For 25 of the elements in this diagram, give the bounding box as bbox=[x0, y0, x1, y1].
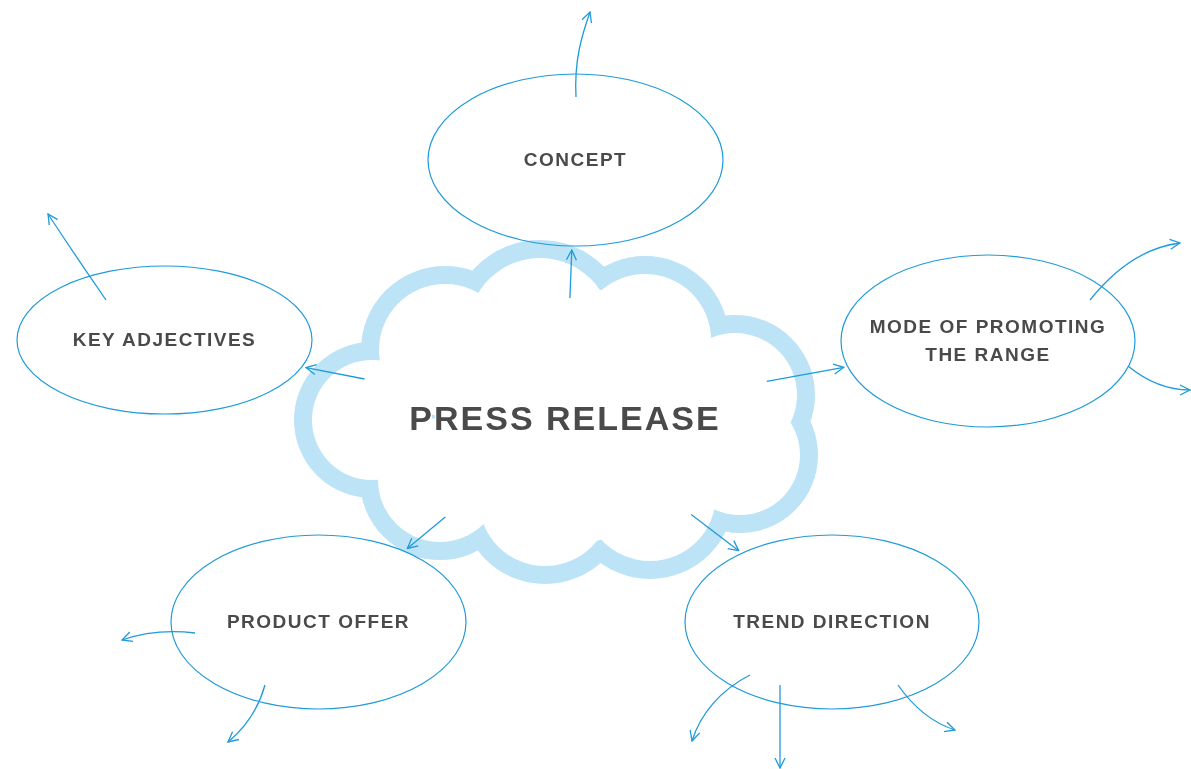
node-label: CONCEPT bbox=[523, 148, 628, 172]
arrow bbox=[1089, 239, 1181, 301]
node-label: TREND DIRECTION bbox=[733, 610, 931, 634]
ellipse-node bbox=[684, 534, 980, 710]
arrow bbox=[897, 684, 956, 732]
arrow bbox=[774, 684, 786, 769]
node-label: KEY ADJECTIVES bbox=[72, 328, 257, 352]
ellipse-node bbox=[170, 534, 467, 710]
arrow bbox=[575, 11, 593, 98]
ellipse-node bbox=[427, 73, 724, 247]
ellipse-node bbox=[16, 265, 313, 415]
arrow bbox=[689, 674, 751, 742]
arrow bbox=[1127, 365, 1191, 396]
arrow bbox=[565, 249, 578, 299]
arrow bbox=[690, 513, 740, 552]
arrow bbox=[47, 213, 107, 301]
arrow bbox=[766, 363, 845, 382]
arrow bbox=[227, 684, 266, 743]
arrow bbox=[121, 631, 196, 643]
ellipse-node bbox=[840, 254, 1136, 428]
arrow bbox=[305, 363, 366, 380]
arrow bbox=[406, 516, 446, 550]
node-label: PRODUCT OFFER bbox=[226, 610, 411, 634]
title-text: PRESS RELEASE bbox=[409, 404, 721, 432]
node-label: MODE OF PROMOTING THE RANGE bbox=[868, 315, 1108, 367]
